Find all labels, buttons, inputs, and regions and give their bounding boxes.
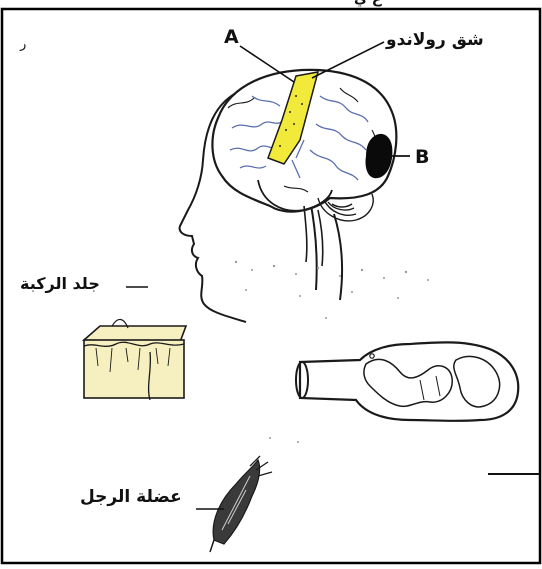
leg-muscle bbox=[210, 456, 272, 552]
top-edge-fragment: ع ي bbox=[354, 0, 381, 7]
scan-noise bbox=[235, 261, 429, 443]
label-b: B bbox=[415, 146, 429, 168]
spinal-cord-section bbox=[296, 342, 518, 421]
knee-skin-block bbox=[84, 319, 186, 400]
label-a: A bbox=[224, 26, 239, 48]
knee-skin-label: جلد الركبة bbox=[20, 274, 100, 293]
neck-outline bbox=[310, 200, 342, 300]
rolando-pointer bbox=[312, 42, 384, 78]
leg-muscle-label: عضلة الرجل bbox=[80, 487, 182, 507]
corner-fragment: ر bbox=[20, 37, 26, 52]
rolandic-fissure-label: شق رولاندو bbox=[386, 30, 484, 50]
